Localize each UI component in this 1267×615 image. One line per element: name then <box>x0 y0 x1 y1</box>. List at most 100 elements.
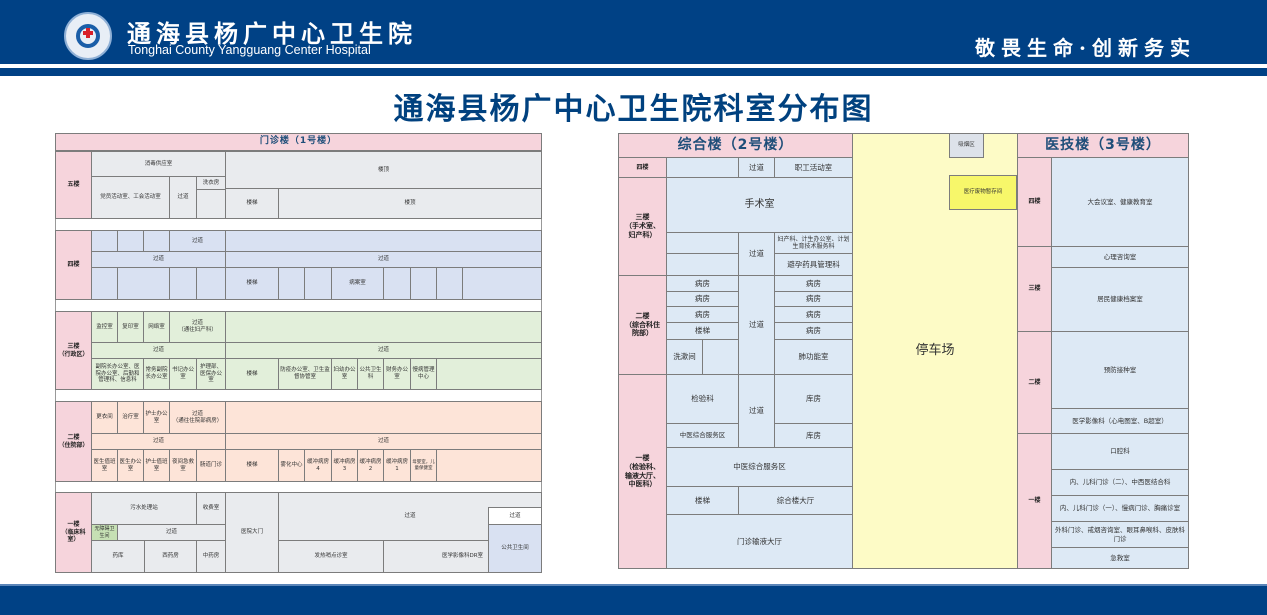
room <box>278 267 305 300</box>
room-monitor: 监控室 <box>91 311 118 343</box>
hospital-name-cn: 通海县杨广中心卫生院 <box>127 19 417 48</box>
room <box>436 449 542 482</box>
slogan: 敬畏生命·创新务实 <box>975 36 1196 60</box>
corridor: 过道 <box>225 342 542 359</box>
room-ward: 病房 <box>774 322 853 340</box>
b3-floor4-label: 四楼 <box>1017 157 1052 247</box>
room-obgyn-office: 妇产科、计生办公室、计划生育技术服务科 <box>774 232 853 254</box>
corridor: 过道 <box>117 524 226 541</box>
room <box>702 339 739 375</box>
room-ward: 病房 <box>774 275 853 292</box>
room <box>91 230 118 252</box>
b3-floor3-label: 三楼 <box>1017 246 1052 332</box>
public-wc: 公共卫生间 <box>488 524 542 573</box>
room-disinfection: 消毒供应室 <box>91 151 226 177</box>
room <box>410 267 437 300</box>
room-ward: 病房 <box>666 275 739 292</box>
room-internal-2: 内、儿科门诊（二）、中西医结合科 <box>1051 469 1189 496</box>
room-vaccination: 预防接种室 <box>1051 331 1189 409</box>
smoking-area: 吸烟区 <box>949 133 984 158</box>
building2-title: 综合楼（2号楼） <box>618 133 853 158</box>
room-emergency: 急救室 <box>1051 547 1189 569</box>
room-buffer2: 缓冲病房2 <box>357 449 384 482</box>
room-public-health: 公共卫生科 <box>357 358 384 390</box>
corridor: 过道 <box>225 251 542 268</box>
room-night-er: 夜间急救室 <box>169 449 197 482</box>
medical-waste-room: 医疗废物暂存间 <box>949 175 1017 210</box>
roof-area: 楼顶 <box>225 151 542 189</box>
stairs: 楼梯 <box>225 188 279 219</box>
room-cashier: 收费室 <box>196 492 226 525</box>
room-storage: 库房 <box>774 423 853 448</box>
room-staff-activity: 职工活动室 <box>774 157 853 178</box>
b1-floor3-label: 三楼 （行政区） <box>55 311 92 390</box>
room-pharmacy-store: 药库 <box>91 540 145 573</box>
room <box>225 401 542 434</box>
room-buffer4: 缓冲病房4 <box>304 449 332 482</box>
room-ward: 病房 <box>666 291 739 307</box>
lobby: 综合楼大厅 <box>738 486 853 515</box>
room-storage: 库房 <box>774 374 853 424</box>
corridor: 过道 <box>738 374 775 448</box>
room-maternity: 母婴室，儿童保健室 <box>410 449 437 482</box>
room-washroom: 洗漱间 <box>666 339 703 375</box>
main-gate: 医院大门 <box>225 492 279 573</box>
building1-title: 门诊楼（1号楼） <box>55 133 542 151</box>
b3-floor1-label: 一楼 <box>1017 433 1052 569</box>
room-maternal: 妇幼办公室 <box>331 358 358 390</box>
stairs: 楼梯 <box>666 486 739 515</box>
room-nurse-duty: 护士值班室 <box>143 449 170 482</box>
room-health-records: 居民健康档案室 <box>1051 267 1189 332</box>
room-changing: 更衣间 <box>91 401 118 434</box>
room <box>225 230 542 252</box>
header-stripe <box>0 68 1267 76</box>
room-chinese-pharmacy: 中药房 <box>196 540 226 573</box>
room <box>666 253 739 276</box>
room-empty <box>196 189 226 219</box>
room-buffer1: 缓冲病房1 <box>383 449 411 482</box>
room-records: 病案室 <box>331 267 384 300</box>
roof-area: 楼顶 <box>278 188 542 219</box>
room-imaging: 医学影像科（心电图室、B超室） <box>1051 408 1189 434</box>
room <box>91 267 118 300</box>
room <box>436 358 542 390</box>
corridor: 过道 <box>169 176 197 219</box>
room-doctor-office: 医生办公室 <box>117 449 144 482</box>
stairs: 楼梯 <box>225 267 279 300</box>
room-secretary: 书记办公室 <box>169 358 197 390</box>
room-vice-dean: 副院长办公室、医院办公室、后勤和管理科、信息科 <box>91 358 144 390</box>
room-intestinal: 肠道门诊 <box>196 449 226 482</box>
room-network: 网络室 <box>143 311 170 343</box>
corridor: 过道 <box>91 251 226 268</box>
corridor: 过道 <box>738 275 775 375</box>
room-surgery-clinic: 外科门诊、戒烟咨询室、眼耳鼻喉科、皮肤科门诊 <box>1051 521 1189 548</box>
room <box>436 267 463 300</box>
room-surgery: 手术室 <box>666 177 853 233</box>
room <box>666 232 739 254</box>
room <box>383 267 411 300</box>
corridor: 过道 <box>91 433 226 450</box>
b2-floor1-label: 一楼 （检验科、 输液大厅、 中医科） <box>618 374 667 569</box>
logo-ring <box>76 24 100 48</box>
stairs: 楼梯 <box>225 358 279 390</box>
room <box>117 267 170 300</box>
room-contraceptive: 避孕药具管理科 <box>774 253 853 276</box>
corridor-outside: 过道 <box>488 507 542 525</box>
room-nursing: 护理部、医保办公室 <box>196 358 226 390</box>
room-chronic: 慢病管理中心 <box>410 358 437 390</box>
b1-floor5-label: 五楼 <box>55 151 92 219</box>
corridor: 过道 <box>738 232 775 276</box>
room-exec-vice-dean: 常务副院长办公室 <box>143 358 170 390</box>
room-counseling: 心理咨询室 <box>1051 246 1189 268</box>
b3-floor2-label: 二楼 <box>1017 331 1052 434</box>
room-dental: 口腔科 <box>1051 433 1189 470</box>
b1-floor2-label: 二楼 （住院部） <box>55 401 92 482</box>
header-banner <box>0 0 1267 64</box>
room <box>225 311 542 343</box>
building3-title: 医技楼（3号楼） <box>1017 133 1189 158</box>
room-treatment: 治疗室 <box>117 401 144 434</box>
red-cross-icon <box>83 28 93 38</box>
room-western-pharmacy: 西药房 <box>144 540 197 573</box>
hospital-name-en: Tonghai County Yangguang Center Hospital <box>128 43 371 57</box>
room <box>462 267 542 300</box>
